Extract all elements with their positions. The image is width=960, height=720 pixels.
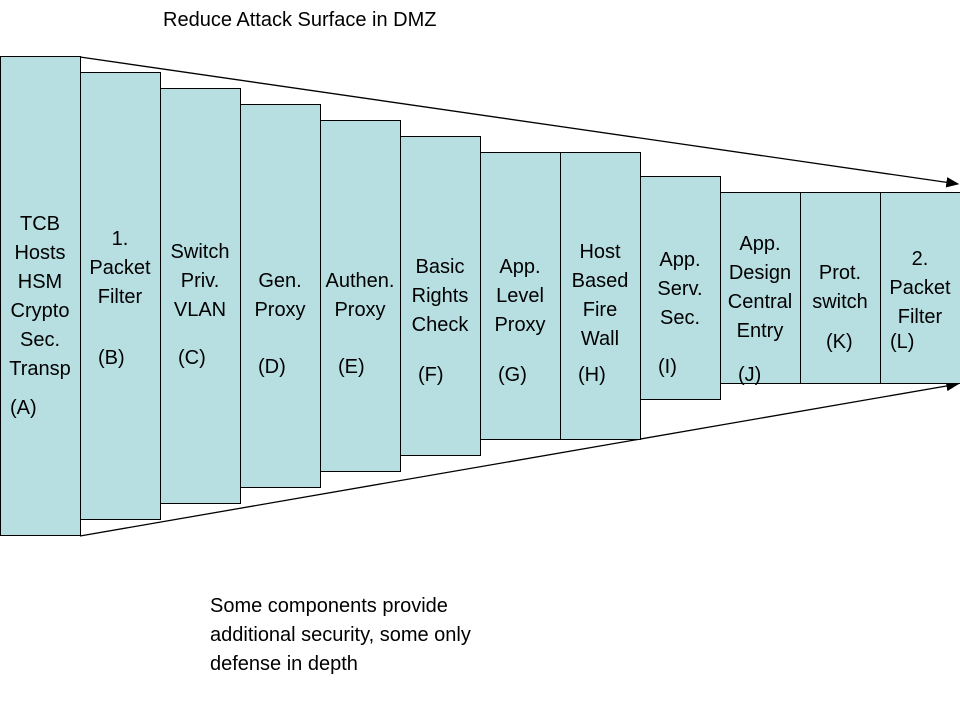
layer-code: (I) [658,356,677,378]
layer-box [240,104,321,488]
layer-label: TCB Hosts HSM Crypto Sec. Transp [9,213,71,380]
layer-label: Switch Priv. VLAN [170,241,230,321]
funnel-top-arrow [79,56,960,188]
layer-label: Authen. Proxy [325,270,395,321]
layer-label: Host Based Fire Wall [571,241,629,350]
layer-label: Prot. switch [812,262,868,313]
layer-code: (E) [338,356,365,378]
layer-label: Basic Rights Check [411,256,469,336]
diagram-title: Reduce Attack Surface in DMZ [163,9,437,31]
layer-box [560,152,641,440]
layer-box [320,120,401,472]
layer-box [640,176,721,400]
layer-code: (J) [738,364,762,386]
layer-label: Gen. Proxy [254,270,306,321]
layer-code: (D) [258,356,286,378]
layer-box [0,56,81,536]
layer-code: (L) [890,331,915,353]
footnote-text: Some components provide additional secur… [210,595,471,675]
layer-code: (K) [826,331,853,353]
layer-label: 2. Packet Filter [889,248,951,328]
layer-code: (A) [10,397,37,419]
layer-label: 1. Packet Filter [89,228,151,308]
layer-label: App. Serv. Sec. [657,249,703,329]
layer-box [880,192,960,384]
layer-code: (B) [98,347,125,369]
layer-code: (C) [178,347,206,369]
layer-code: (G) [498,364,527,386]
layer-box [480,152,561,440]
layer-box [800,192,881,384]
layer-label: App. Level Proxy [494,256,546,336]
layer-code: (F) [418,364,444,386]
layer-box [400,136,481,456]
layer-code: (H) [578,364,606,386]
layer-label: App. Design Central Entry [727,233,793,342]
layer-box [160,88,241,504]
funnel-bottom-arrow [79,380,960,537]
